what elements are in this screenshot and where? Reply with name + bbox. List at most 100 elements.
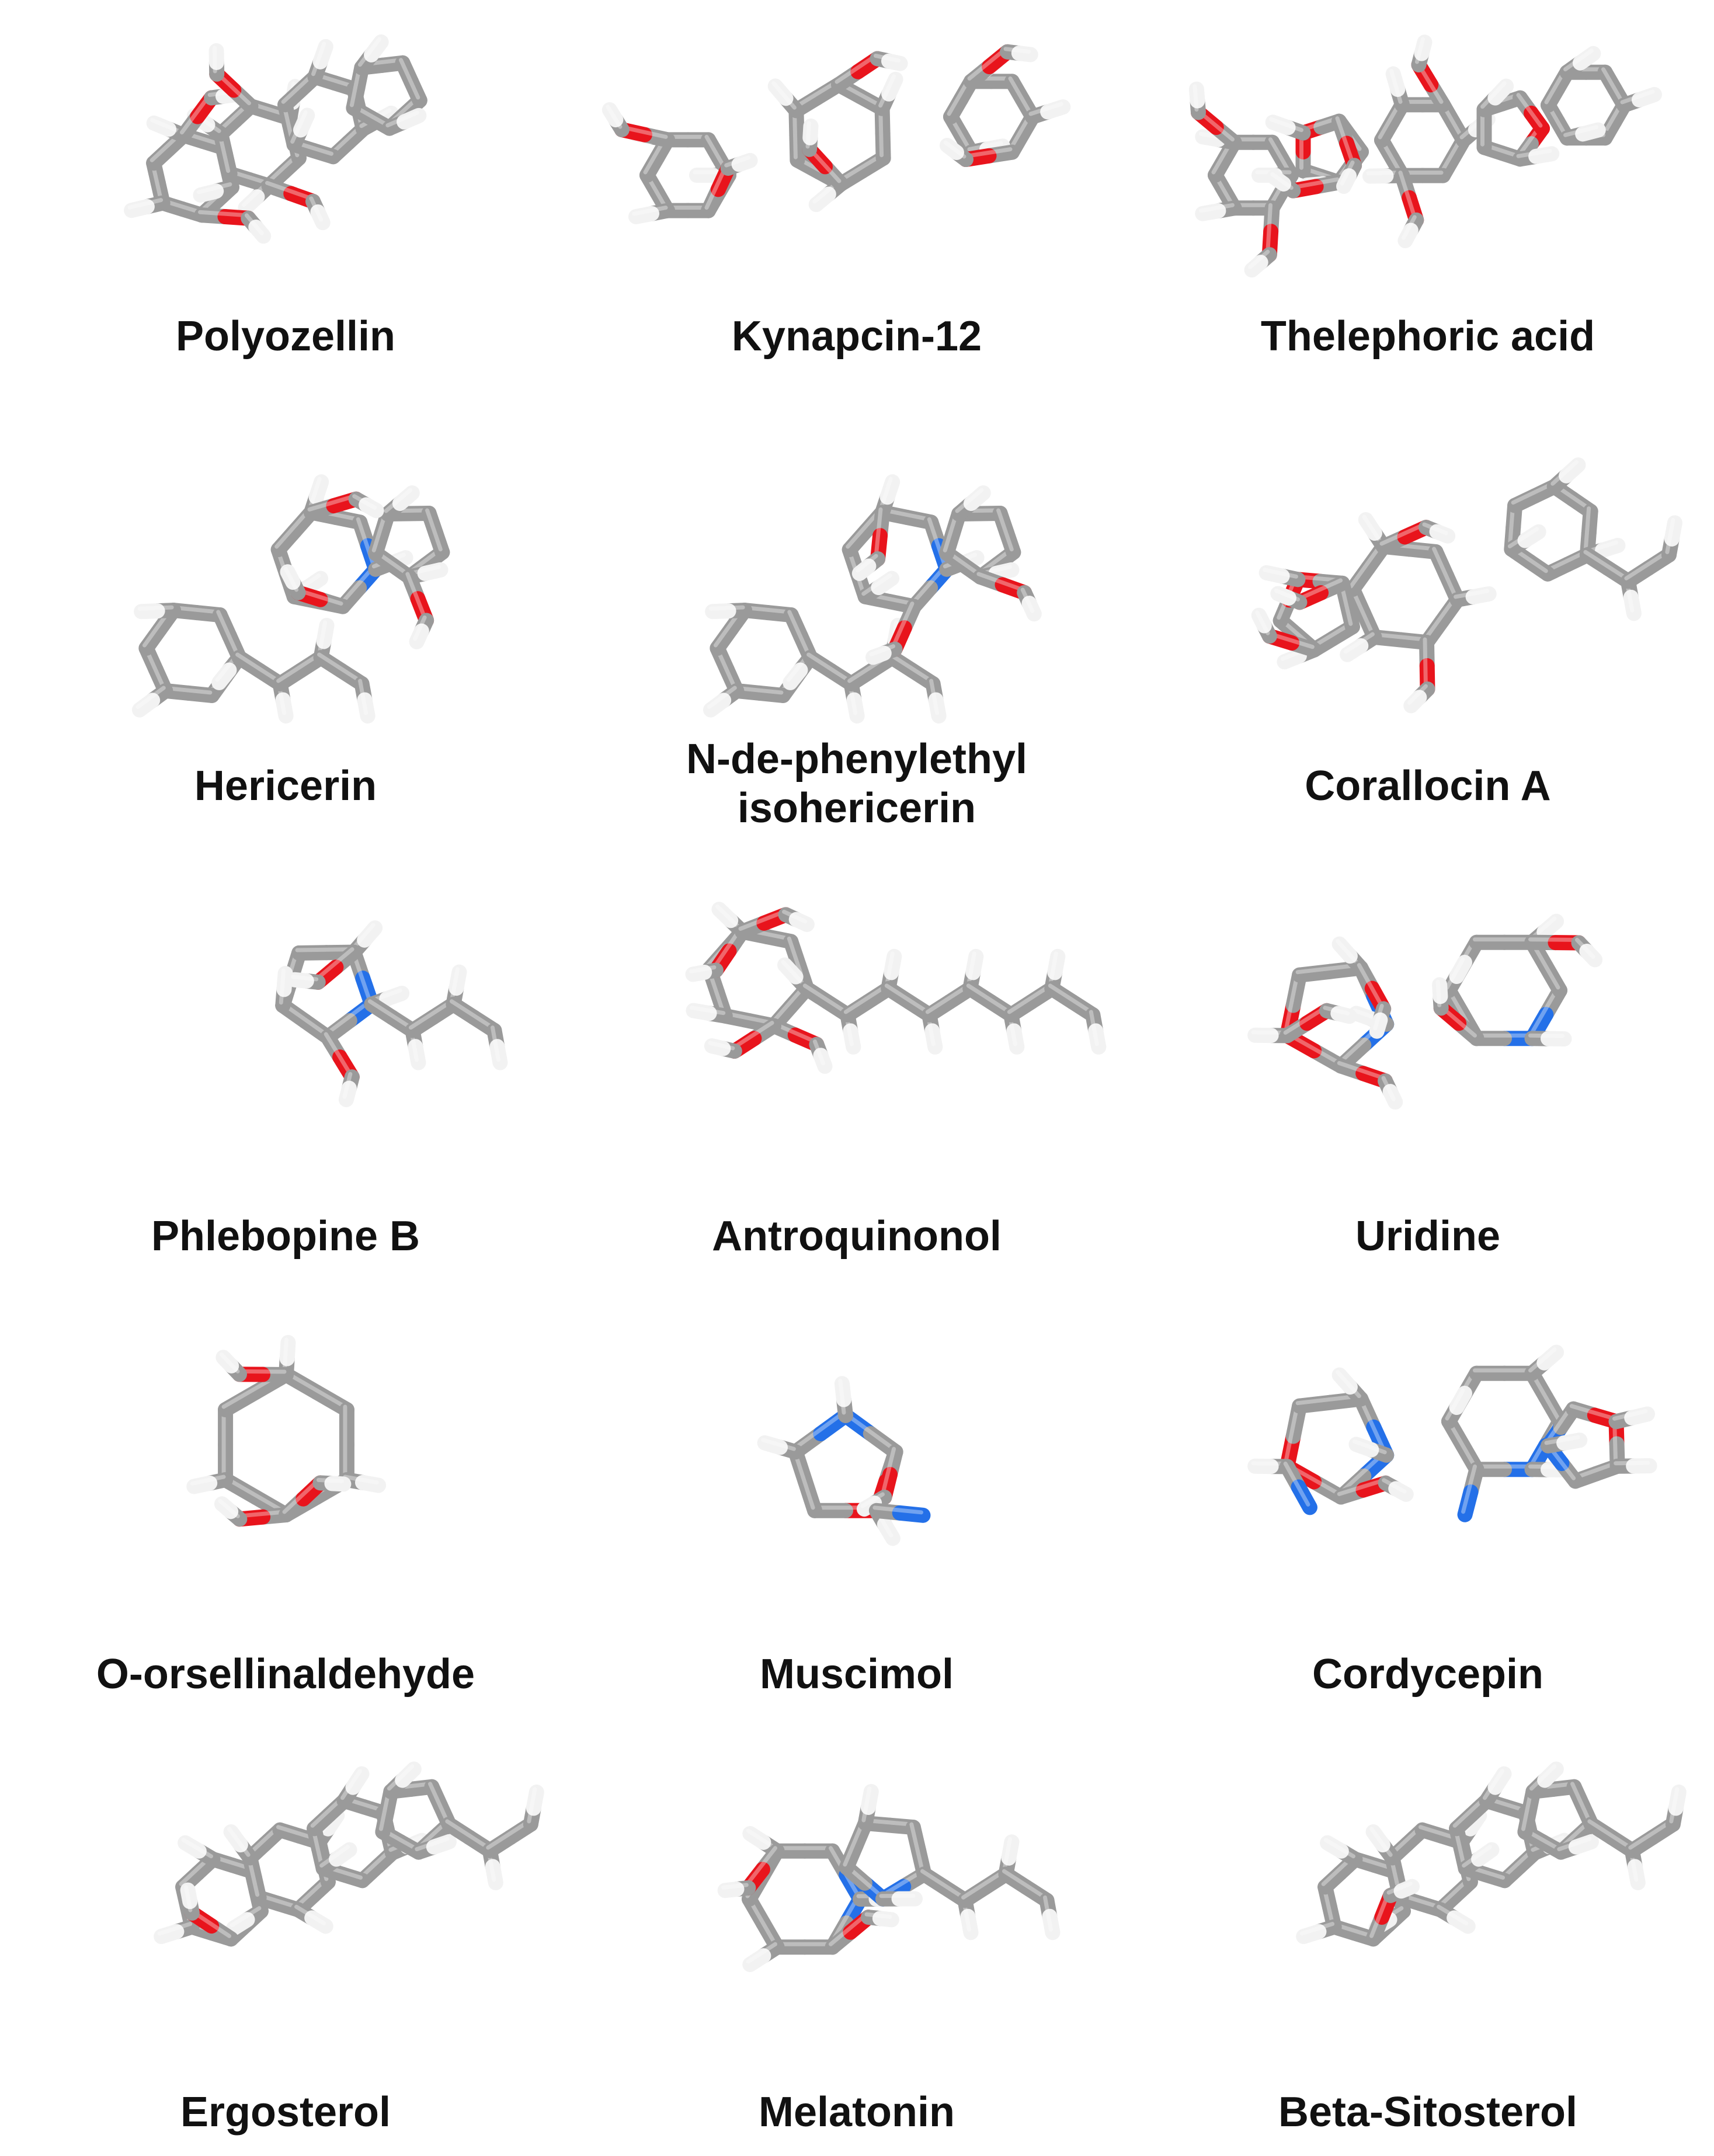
bond-stick [808,186,836,213]
bond-highlight [891,601,915,649]
bond-highlight [878,74,896,108]
bond-highlight [445,1819,491,1850]
molecule-panel [571,0,1142,431]
bond-highlight [1263,568,1298,579]
bond-stick [1006,1023,1025,1055]
bond-stick [704,1038,731,1056]
bond-highlight [838,1378,846,1415]
bond-highlight [872,1505,923,1515]
bond-stick [788,912,815,932]
molecule-panel [0,0,571,431]
bond-highlight [314,947,354,982]
bond-stick [193,183,224,203]
molecule-3d-structure [685,902,1107,1074]
bond-highlight [1628,1819,1674,1850]
bond-stick [879,474,901,505]
bond-stick [1330,1006,1357,1024]
bond-highlight [746,1942,777,1964]
bond-stick [310,204,331,231]
bond-stick [1536,913,1564,940]
molecule-label: Melatonin [759,2089,955,2136]
bond-stick [379,985,410,1007]
bond-stick [357,692,376,724]
bond-highlight [135,686,166,710]
bond-stick [1579,943,1603,968]
bond-stick [1487,1766,1512,1795]
bond-highlight [317,620,328,657]
bond-stick [965,948,984,980]
bond-highlight [309,196,324,222]
bond-stick [345,1766,370,1795]
bond-highlight [1337,1060,1386,1080]
bond-stick [1575,122,1606,142]
bond-stick [276,965,293,997]
bond-highlight [1480,81,1507,109]
bond-highlight [384,488,413,513]
bond-highlight [1270,172,1294,190]
bond-stick [1331,936,1358,964]
molecule-panel [0,1293,571,1724]
bond-stick [1365,1824,1390,1853]
bond-highlight [184,1885,193,1912]
molecule-panel [0,431,571,862]
bond-stick [526,1784,544,1816]
bond-stick [1536,1344,1564,1371]
molecule-3d-structure [1188,34,1662,278]
bond-stick [324,1476,352,1492]
bond-highlight [1528,985,1560,1038]
bond-highlight [805,121,811,149]
bond-stick [834,1376,851,1407]
bond-stick [1429,524,1456,544]
bond-stick [1291,1479,1317,1515]
bond-highlight [884,983,930,1014]
molecule-panel [1142,431,1713,862]
bond-stick [1385,66,1406,97]
bond-stick [1517,524,1546,548]
bond-highlight [1544,1435,1580,1445]
bond-stick [742,1825,771,1850]
bond-stick [1195,129,1226,147]
bond-highlight [744,1846,777,1887]
bond-highlight [357,37,382,67]
bond-highlight [1003,47,1031,54]
bond-highlight [1268,137,1292,175]
molecule-label: N-de-phenylethyl isohericerin [686,736,1028,832]
bond-highlight [920,1869,965,1900]
bond-highlight [1574,937,1595,959]
bond-highlight [829,1912,869,1946]
bond-highlight [1337,1478,1386,1496]
molecule-3d-structure [1251,457,1682,714]
bond-stick [1465,586,1497,604]
bond-stick [999,525,1021,560]
bond-highlight [324,1032,353,1076]
bond-stick [717,1882,745,1898]
bond-stick [1595,538,1626,558]
bond-stick [304,1910,333,1934]
bond-highlight [869,644,896,657]
bond-stick [146,115,177,137]
bond-highlight [1381,1076,1396,1101]
bond-stick [397,107,427,130]
bond-highlight [340,1769,362,1800]
bond-highlight [307,494,357,512]
bond-highlight [1048,951,1058,988]
molecule-3d-structure [757,1376,931,1546]
bond-stick [865,645,892,665]
bond-highlight [1283,1006,1327,1035]
bond-stick [860,1783,879,1816]
bond-stick [777,957,804,985]
bond-highlight [878,477,893,512]
bond-highlight [888,652,934,683]
bond-highlight [449,967,460,1004]
bond-highlight [880,1446,896,1497]
bond-stick [186,1475,218,1494]
bond-stick [275,692,294,724]
bond-highlight [925,983,971,1014]
bond-highlight [1528,1347,1557,1373]
bond-highlight [1198,203,1235,213]
bond-stick [685,964,712,982]
bond-highlight [1336,939,1361,968]
bond-stick [1277,648,1307,670]
bond-highlight [311,41,326,76]
bond-highlight [342,1072,353,1099]
